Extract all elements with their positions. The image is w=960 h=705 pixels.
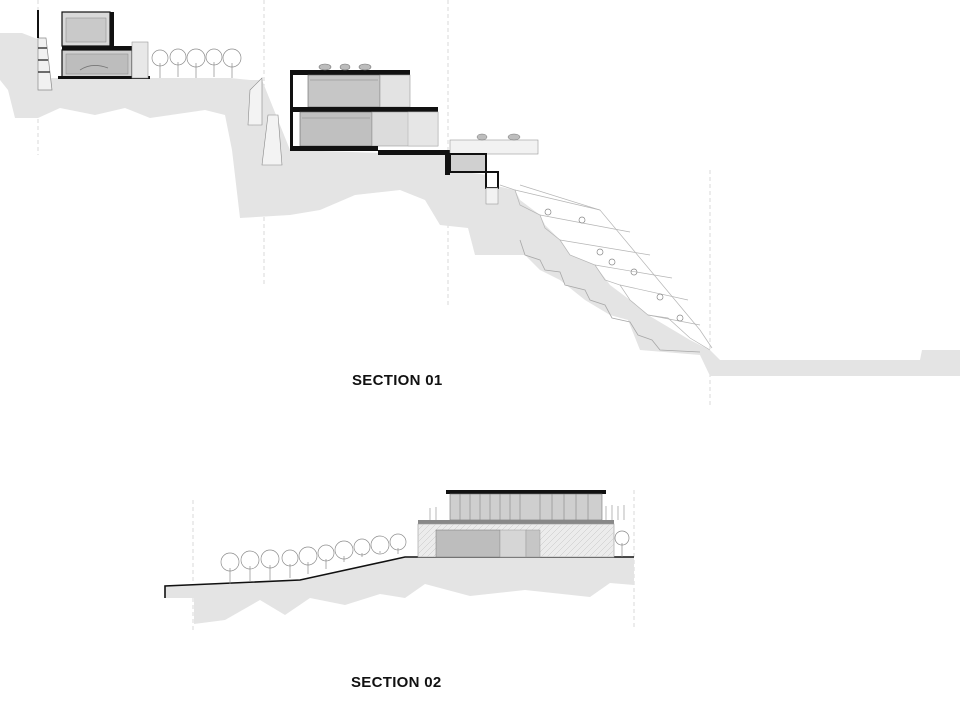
terrain-section-01 xyxy=(0,33,960,376)
section-01-caption: SECTION 01 xyxy=(352,372,443,389)
trees-upper-left xyxy=(151,48,242,78)
retaining-wall-left xyxy=(37,10,53,91)
section-02-drawing xyxy=(164,490,635,630)
terrace-shrubs xyxy=(544,208,684,322)
retaining-wall-middle xyxy=(247,77,283,166)
main-house xyxy=(290,63,450,175)
pool-terrace xyxy=(449,133,539,205)
section-01-drawing xyxy=(0,0,960,408)
terrace-steps xyxy=(499,184,713,351)
building-upper-left xyxy=(58,11,150,79)
trees-section-02 xyxy=(220,533,407,584)
section-02-caption: SECTION 02 xyxy=(351,674,442,691)
terrain-section-02 xyxy=(165,557,634,624)
house-elevation-02 xyxy=(417,490,630,558)
terrace-risers xyxy=(519,239,701,353)
